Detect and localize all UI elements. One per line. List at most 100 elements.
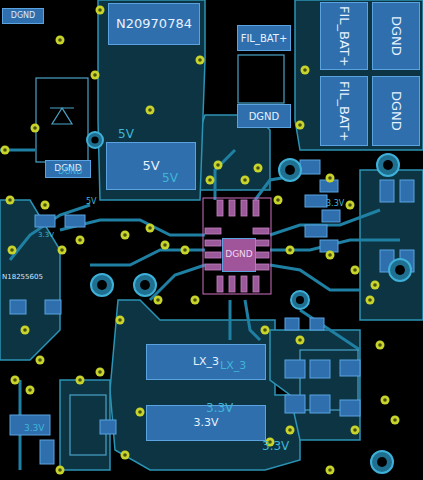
qfn-chip xyxy=(203,198,271,294)
through-hole xyxy=(134,274,156,296)
smd-pad xyxy=(320,240,338,252)
copper-pad: FIL_BAT+ xyxy=(320,2,368,70)
copper-pad: 5V xyxy=(106,142,196,190)
net-label: 3.3V xyxy=(24,424,44,434)
through-hole xyxy=(371,451,393,473)
chip-pin xyxy=(241,276,247,292)
pad-net-label: 3.3V xyxy=(193,417,218,429)
vias xyxy=(1,6,400,475)
copper-pad: DGND xyxy=(372,2,420,70)
through-hole xyxy=(291,291,309,309)
via xyxy=(371,281,380,290)
chip-pin xyxy=(253,200,259,216)
component-outlines xyxy=(36,55,358,455)
chip-pin xyxy=(205,240,221,246)
via xyxy=(326,174,335,183)
via xyxy=(36,356,45,365)
via xyxy=(121,231,130,240)
via xyxy=(346,201,355,210)
via xyxy=(161,241,170,250)
through-hole xyxy=(87,132,103,148)
through-hole xyxy=(91,274,113,296)
via xyxy=(154,296,163,305)
net-label: 3.3V xyxy=(38,232,54,240)
via xyxy=(6,196,15,205)
net-label: 3.3V xyxy=(262,440,289,453)
via xyxy=(11,376,20,385)
chip-pin xyxy=(217,276,223,292)
via xyxy=(146,106,155,115)
through-hole xyxy=(389,259,411,281)
smd-pad xyxy=(300,160,320,174)
copper-pad: FIL_BAT+ xyxy=(320,76,368,146)
traces xyxy=(0,150,400,470)
via xyxy=(351,426,360,435)
via xyxy=(58,246,67,255)
via xyxy=(96,6,105,15)
via xyxy=(296,336,305,345)
chip-outline xyxy=(203,198,271,294)
pad-net-label: N20970784 xyxy=(116,17,192,31)
smd-pad xyxy=(305,225,327,237)
via xyxy=(41,201,50,210)
via xyxy=(191,296,200,305)
net-label: 5V xyxy=(118,128,134,141)
smd-pad xyxy=(285,360,305,378)
smd-pad xyxy=(10,300,26,314)
via xyxy=(21,326,30,335)
via xyxy=(301,66,310,75)
copper-pad: DGND xyxy=(237,104,291,128)
via xyxy=(366,296,375,305)
smd-pad xyxy=(340,400,360,416)
through-holes xyxy=(87,132,411,473)
smd-pad xyxy=(310,360,330,378)
copper-pad: DGND xyxy=(2,8,44,24)
via xyxy=(381,396,390,405)
chip-pin xyxy=(205,264,221,270)
pad-net-label: DGND xyxy=(249,111,280,122)
via xyxy=(351,266,360,275)
smd-pad xyxy=(65,215,85,227)
pad-net-label: FIL_BAT+ xyxy=(241,33,288,44)
via xyxy=(241,176,250,185)
net-label: 3.3V xyxy=(326,200,344,209)
copper-pad: N20970784 xyxy=(108,3,200,45)
via xyxy=(274,196,283,205)
smd-pad xyxy=(340,360,360,376)
via xyxy=(26,386,35,395)
via xyxy=(254,164,263,173)
smd-pad xyxy=(285,395,305,413)
chip-pin xyxy=(241,200,247,216)
via xyxy=(391,416,400,425)
net-label: N18255605 xyxy=(2,274,43,282)
via xyxy=(76,236,85,245)
via xyxy=(146,224,155,233)
via xyxy=(286,426,295,435)
via xyxy=(214,161,223,170)
via xyxy=(326,251,335,260)
via xyxy=(91,71,100,80)
smd-pad xyxy=(35,215,55,227)
smd-pad xyxy=(380,180,394,202)
via xyxy=(31,124,40,133)
chip-pin xyxy=(217,200,223,216)
pad-net-label: 5V xyxy=(142,159,159,173)
via xyxy=(296,121,305,130)
smd-pad xyxy=(310,318,324,330)
copper-pad: DGND xyxy=(222,238,256,272)
via xyxy=(76,376,85,385)
net-label: 5V xyxy=(86,198,97,207)
via xyxy=(206,176,215,185)
via xyxy=(326,466,335,475)
smd-pad xyxy=(45,300,61,314)
smd-pad xyxy=(400,180,414,202)
net-label: 3.3V xyxy=(206,402,233,415)
smd-pad xyxy=(322,210,340,222)
pad-net-label: DGND xyxy=(225,250,253,260)
chip-pin xyxy=(253,228,269,234)
copper-pours xyxy=(0,0,423,470)
net-label: 5V xyxy=(162,172,178,185)
via xyxy=(56,466,65,475)
via xyxy=(56,36,65,45)
via xyxy=(96,368,105,377)
